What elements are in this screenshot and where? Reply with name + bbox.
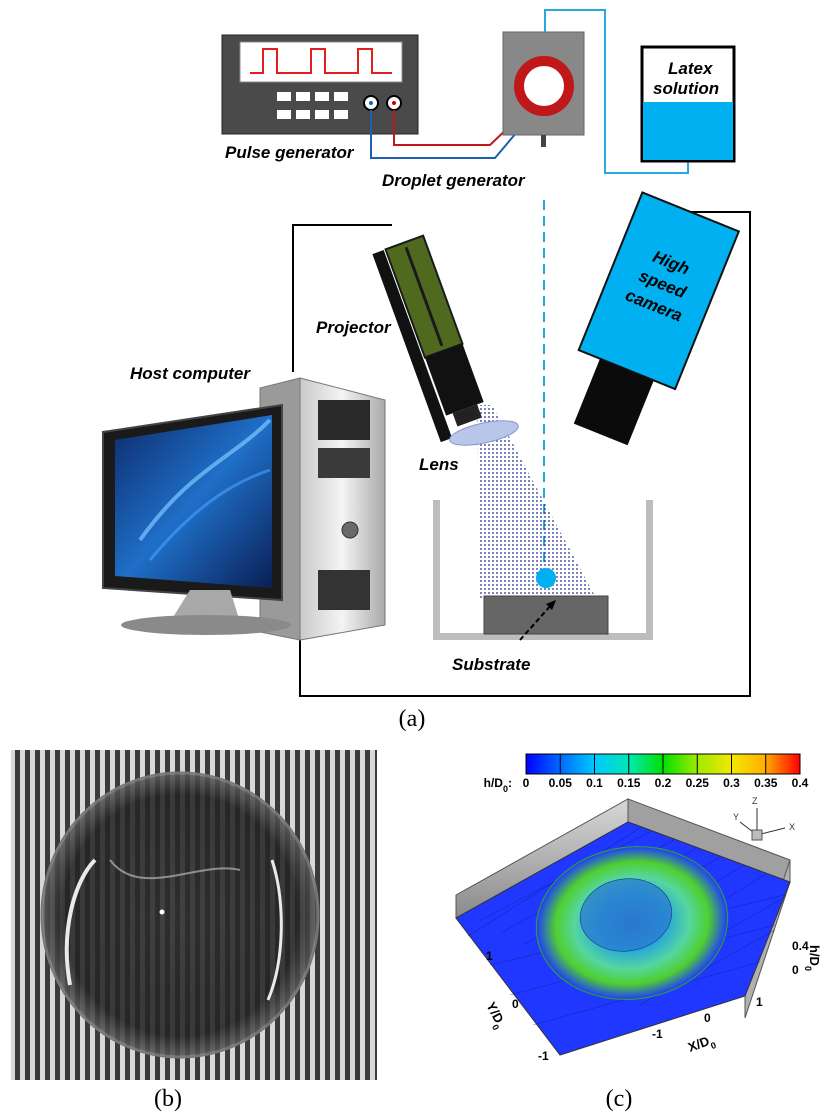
colorbar-ticks: 0 0.05 0.1 0.15 0.2 0.25 0.3 0.35 0.4 [523, 754, 809, 790]
z-tick-1: 0 [792, 963, 799, 977]
tank [433, 500, 653, 640]
latex-solution-container [640, 45, 736, 163]
red-wire [393, 110, 513, 146]
x-tick-2: 1 [756, 995, 763, 1009]
caption-b: (b) [154, 1086, 182, 1112]
y-tick-1: 0 [512, 997, 519, 1011]
z-axis-label: h/D0 [803, 945, 822, 971]
high-speed-camera [573, 191, 741, 446]
triad-z: Z [752, 796, 758, 806]
lens-label: Lens [419, 455, 459, 474]
triad-y: Y [733, 812, 739, 822]
triad-x: X [789, 822, 795, 832]
computer-to-camera-cable [292, 224, 392, 372]
ring-center [580, 878, 672, 952]
panel-a: Pulse generator Droplet generator Latex … [102, 9, 751, 732]
latex-label-1: Latex [668, 59, 714, 78]
panel-c: h/D0: 0 0.05 0.1 0.15 0.2 0.25 0.3 0.35 0.4 Y [455, 753, 822, 1112]
lens [449, 420, 519, 446]
axis-triad: Y Z X [733, 796, 795, 841]
pulse-generator-label: Pulse generator [225, 143, 355, 162]
droplet-generator [502, 31, 585, 147]
colorbar-tick-label: 0.35 [754, 776, 778, 790]
host-computer [102, 377, 386, 641]
colorbar-label: h/D0: [484, 776, 512, 794]
projector-label: Projector [316, 318, 392, 337]
substrate-label: Substrate [452, 655, 530, 674]
caption-c: (c) [606, 1086, 633, 1112]
colorbar-tick-label: 0.3 [723, 776, 740, 790]
pulse-waveform [250, 48, 392, 74]
colorbar-tick-label: 0.4 [792, 776, 809, 790]
caption-a: (a) [399, 706, 426, 732]
panel-b: (b) [11, 750, 377, 1112]
x-tick-0: -1 [652, 1027, 663, 1041]
droplet-generator-label: Droplet generator [382, 171, 526, 190]
camera-cable [299, 211, 751, 697]
droplet [536, 568, 556, 588]
colorbar-tick-label: 0.25 [686, 776, 710, 790]
y-tick-0: 1 [486, 949, 493, 963]
projection-beam [477, 405, 596, 598]
x-axis-label: X/D0 [686, 1032, 718, 1059]
substrate [483, 595, 609, 635]
colorbar-tick-label: 0.15 [617, 776, 641, 790]
projector [372, 234, 484, 443]
latex-label-2: solution [653, 79, 719, 98]
pulse-generator [221, 34, 419, 135]
host-computer-label: Host computer [130, 364, 251, 383]
colorbar-tick-label: 0 [523, 776, 530, 790]
y-tick-2: -1 [538, 1049, 549, 1063]
blue-wire [370, 110, 523, 159]
latex-feed-line [544, 9, 689, 174]
colorbar-tick-label: 0.05 [549, 776, 573, 790]
y-axis-label: Y/D0 [480, 999, 509, 1031]
z-tick-0: 0.4 [792, 939, 809, 953]
colorbar-tick-label: 0.1 [586, 776, 603, 790]
x-tick-1: 0 [704, 1011, 711, 1025]
colorbar-tick-label: 0.2 [655, 776, 672, 790]
substrate-pointer [519, 603, 553, 641]
